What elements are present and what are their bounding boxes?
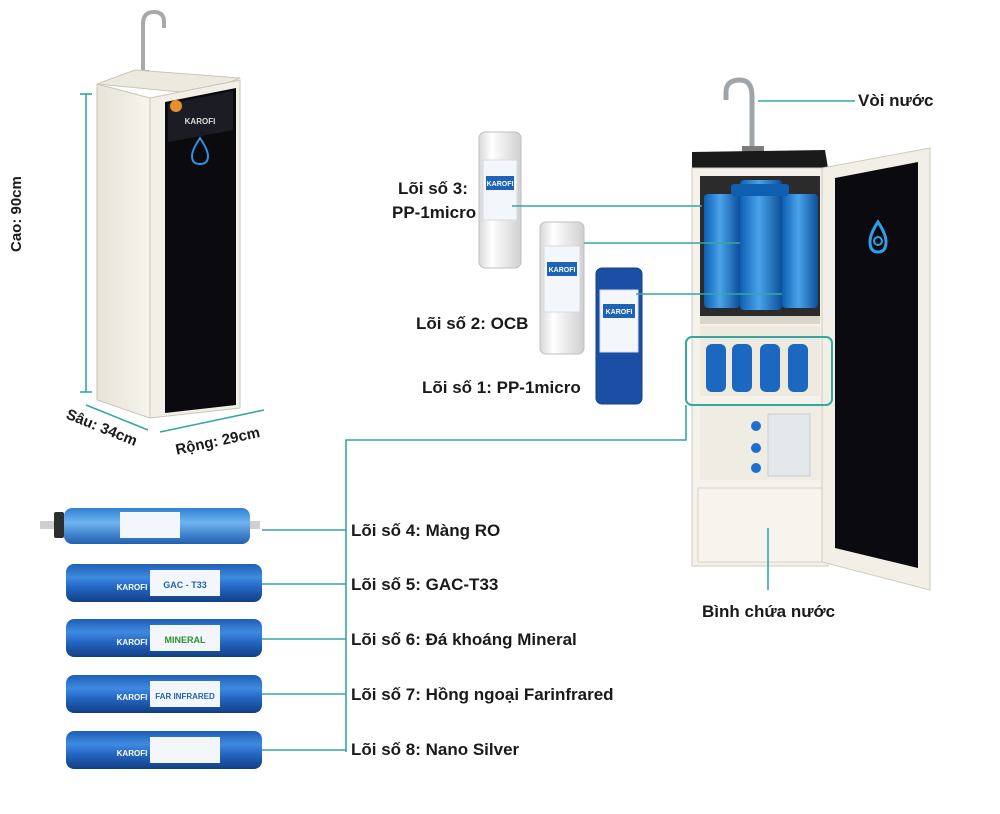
filter-3-label-line1: Lõi số 3: (398, 179, 468, 198)
filter-4-label: Lõi số 4: Màng RO (351, 521, 501, 540)
filter-6-label: Lõi số 6: Đá khoáng Mineral (351, 630, 577, 649)
filter-8-label: Lõi số 8: Nano Silver (351, 740, 520, 759)
filter-core-4 (40, 508, 260, 544)
core-5-tag: GAC - T33 (163, 580, 207, 590)
faucet-label: Vòi nước (858, 91, 934, 110)
filter-1-label: Lõi số 1: PP-1micro (422, 378, 581, 397)
filter-2-label: Lõi số 2: OCB (416, 314, 529, 333)
filter-core-7: FAR INFRARED (66, 675, 262, 713)
core-7-tag: FAR INFRARED (155, 692, 215, 701)
tank-label: Bình chứa nước (702, 602, 836, 621)
filter-core-1 (595, 267, 643, 405)
filter-7-label: Lõi số 7: Hồng ngoại Farinfrared (351, 685, 614, 704)
height-label: Cao: 90cm (8, 176, 25, 252)
filter-core-2 (539, 221, 585, 355)
closed-purifier (96, 9, 241, 419)
filter-core-6: MINERAL (66, 619, 262, 657)
inline-cores-highlight (685, 336, 833, 406)
filter-core-5: GAC - T33 (66, 564, 262, 602)
filter-5-label: Lõi số 5: GAC-T33 (351, 575, 499, 594)
filter-core-8 (66, 731, 262, 769)
connector-lines (262, 100, 855, 752)
filter-core-3 (478, 131, 522, 269)
open-purifier (691, 77, 931, 591)
filter-3-label-line2: PP-1micro (392, 203, 477, 222)
core-6-tag: MINERAL (165, 635, 206, 645)
dimension-lines (80, 93, 265, 433)
